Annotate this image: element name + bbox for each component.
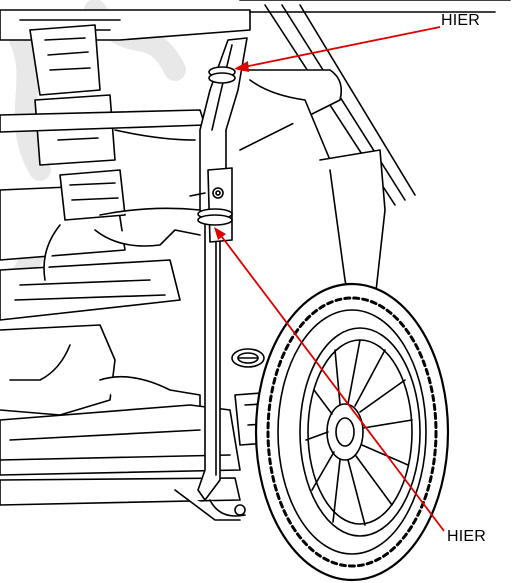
handle-tube — [197, 37, 248, 517]
bolt-plate — [189, 167, 233, 243]
handle-clip-icon — [208, 66, 236, 84]
callout-arrows — [214, 26, 445, 532]
top-arrow — [234, 26, 441, 72]
safety-label-icon — [231, 348, 265, 368]
wheel-icon — [254, 282, 450, 582]
lower-clip — [197, 208, 233, 226]
callout-label-top: HIER — [441, 12, 481, 29]
callout-label-bottom: HIER — [447, 528, 487, 545]
bottom-arrow — [214, 227, 445, 532]
